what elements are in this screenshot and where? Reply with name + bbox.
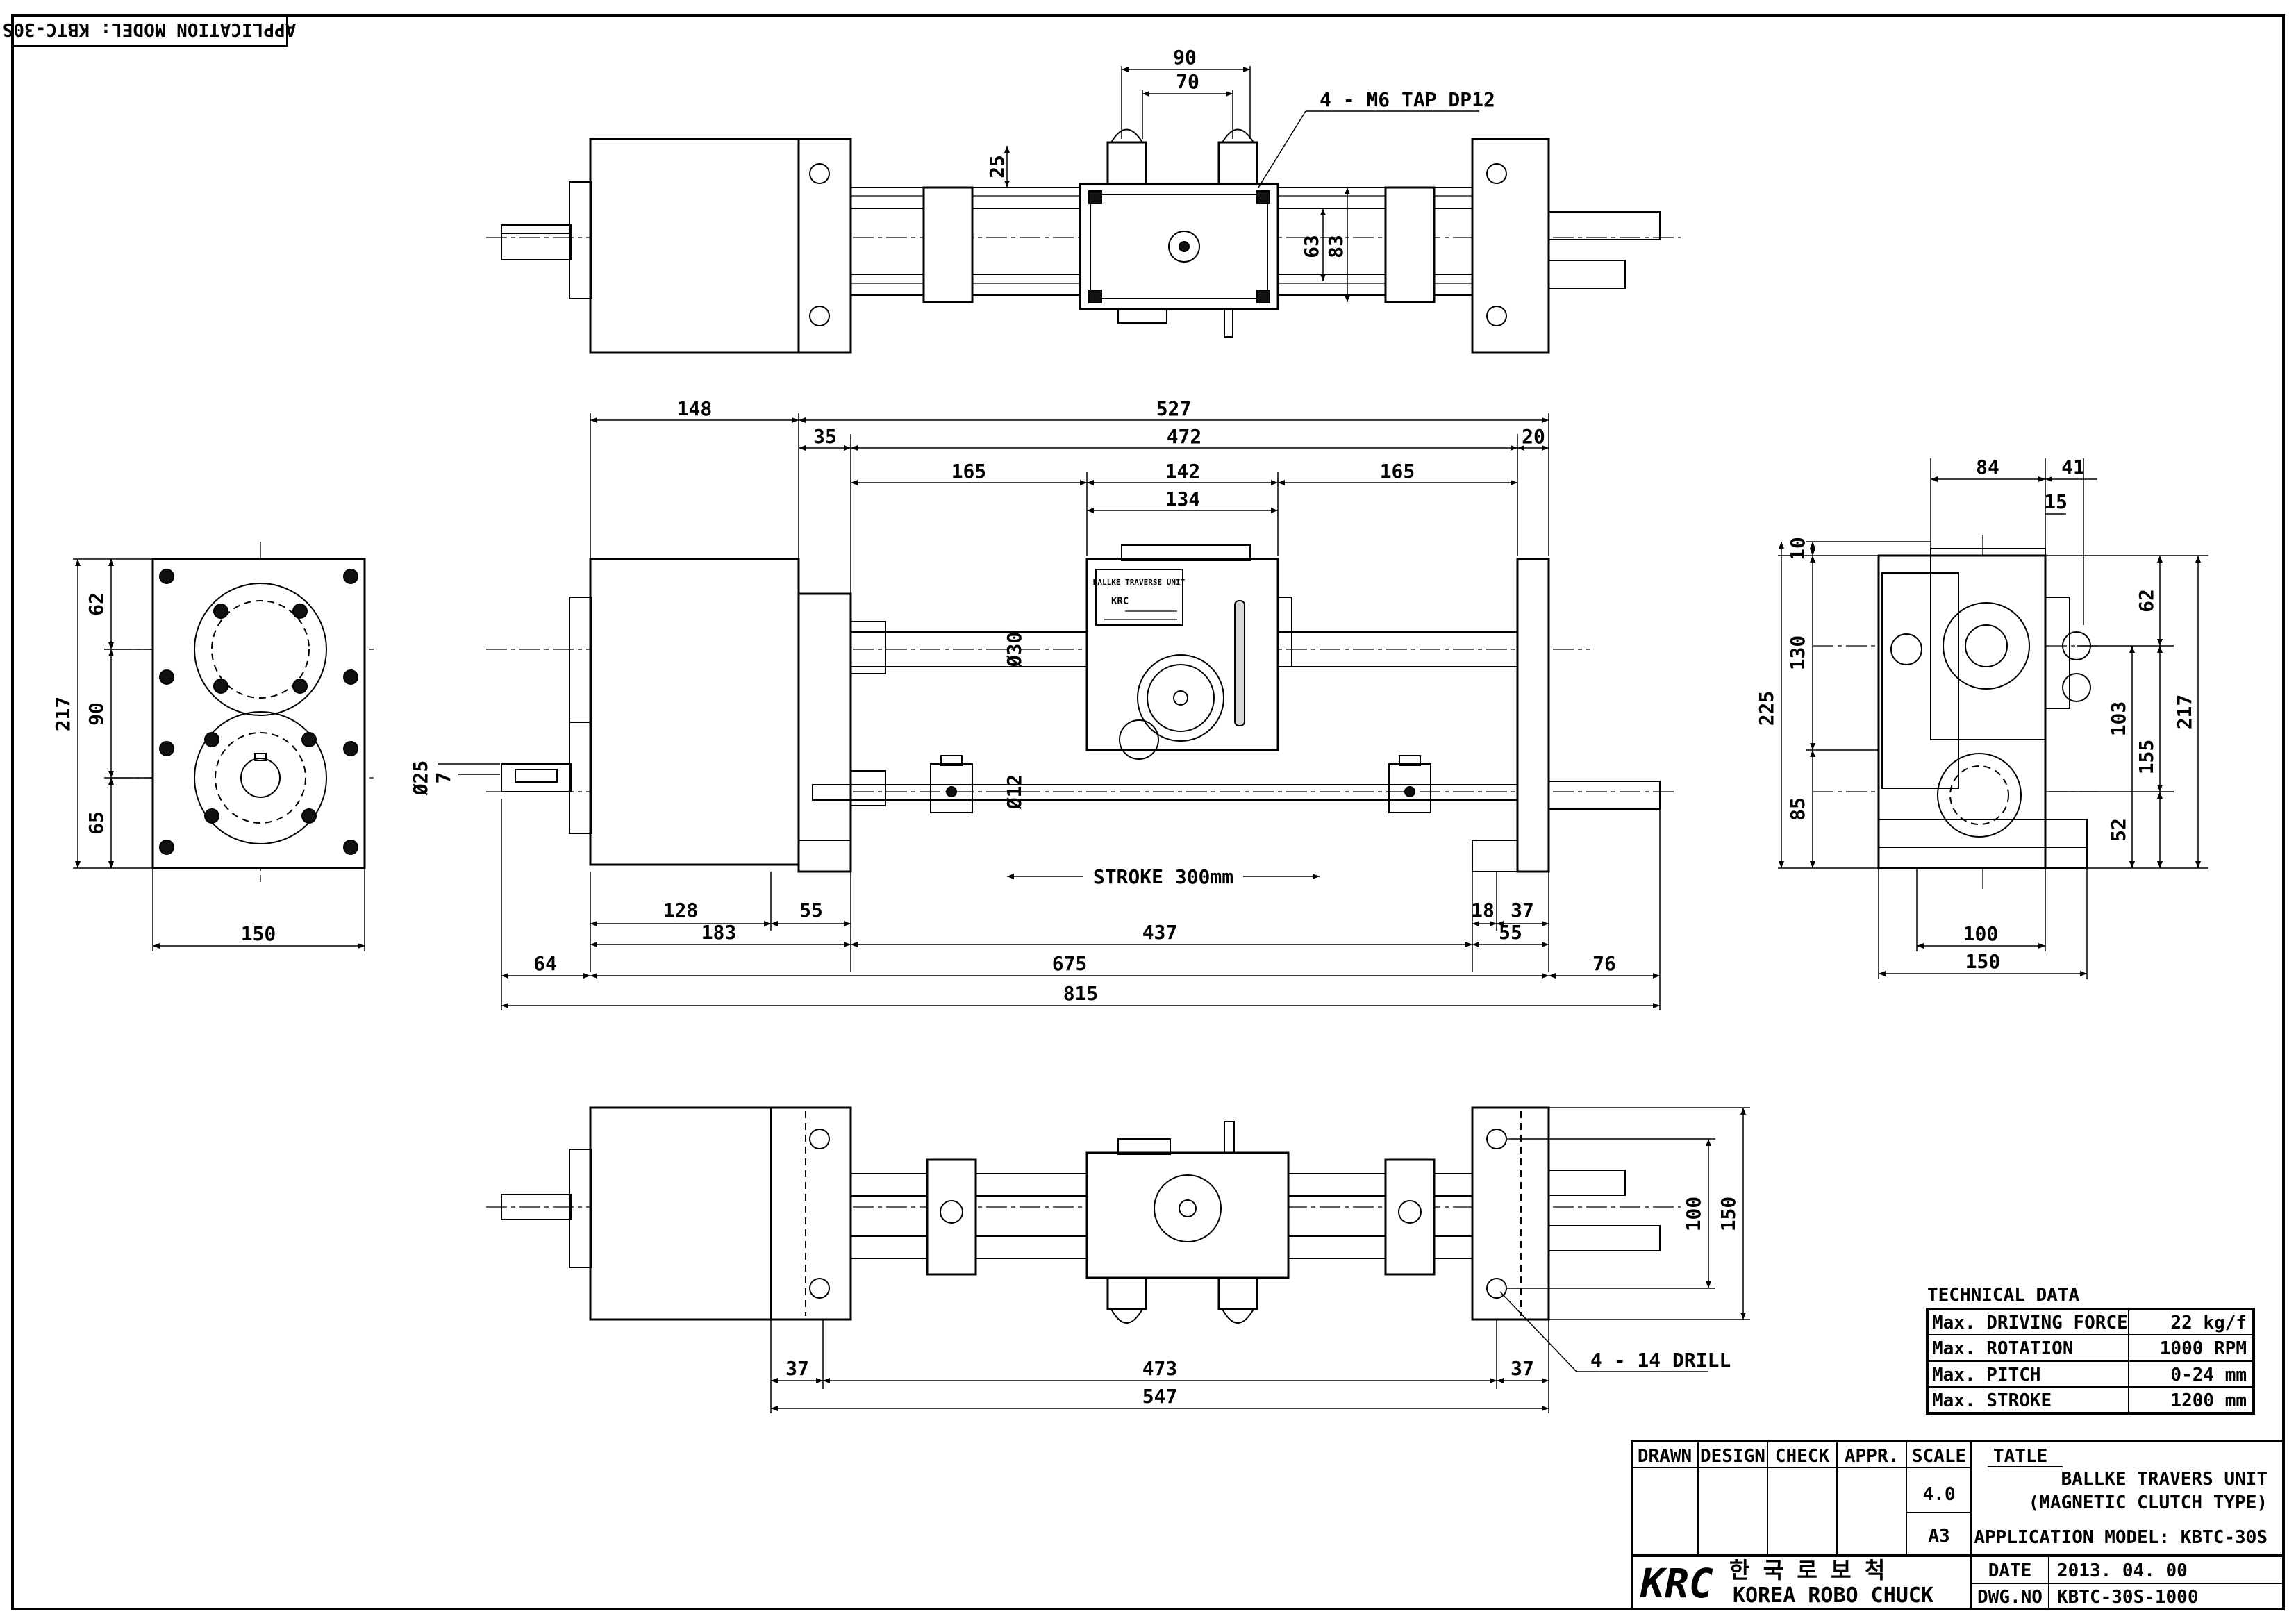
dim-front-76: 76 — [1592, 952, 1616, 975]
nameplate-text: BALLKE TRAVERSE UNIT — [1093, 578, 1186, 587]
tech-row-3-label: Max. PITCH — [1932, 1365, 2041, 1385]
dim-bottom-37a: 37 — [785, 1357, 809, 1380]
application-tag: APPLICATION MODEL: KBTC-30S — [3, 15, 297, 47]
dim-right-41: 41 — [2061, 456, 2085, 478]
nameplate-brand: KRC — [1111, 596, 1129, 607]
dim-right-10: 10 — [1786, 537, 1809, 560]
dim-front-165a: 165 — [951, 460, 987, 483]
dim-right-62: 62 — [2135, 589, 2158, 613]
note-stroke: STROKE 300mm — [1093, 865, 1233, 888]
front-view: BALLKE TRAVERSE UNIT KRC STROKE 300mm Ø3… — [409, 397, 1674, 1010]
dim-left-217: 217 — [51, 697, 74, 732]
sheet-border — [11, 14, 2285, 1610]
dim-front-18: 18 — [1471, 899, 1495, 922]
dim-front-35: 35 — [813, 425, 837, 448]
dim-top-90: 90 — [1173, 46, 1197, 69]
dim-bottom-100: 100 — [1682, 1197, 1705, 1232]
dim-front-7: 7 — [432, 772, 455, 784]
dim-front-437: 437 — [1142, 921, 1178, 944]
dim-front-142: 142 — [1165, 460, 1201, 483]
title-tatle-label: TATLE — [1993, 1446, 2047, 1467]
dim-bottom-547: 547 — [1142, 1385, 1178, 1408]
dim-front-527: 527 — [1156, 397, 1192, 420]
dim-bottom-473: 473 — [1142, 1357, 1178, 1380]
dim-front-55b: 55 — [1499, 921, 1522, 944]
title-block: DRAWN DESIGN CHECK APPR. SCALE 4.0 A3 TA… — [1631, 1440, 2285, 1610]
dim-front-20: 20 — [1522, 425, 1545, 448]
note-drill: 4 - 14 DRILL — [1590, 1349, 1731, 1372]
technical-data-heading: TECHNICAL DATA — [1927, 1285, 2079, 1306]
company-name-korean: 한 국 로 보 척 — [1729, 1557, 1885, 1583]
note-tap: 4 - M6 TAP DP12 — [1320, 88, 1495, 111]
technical-data-table: TECHNICAL DATA Max. DRIVING FORCE 22 kg/… — [1926, 1285, 2255, 1415]
dim-front-472: 472 — [1167, 425, 1202, 448]
dim-right-155: 155 — [2135, 740, 2158, 775]
title-header-appr: APPR. — [1845, 1446, 1899, 1467]
title-scale-value: 4.0 — [1923, 1484, 1956, 1505]
dim-front-d30: Ø30 — [1003, 632, 1026, 668]
title-line2: (MAGNETIC CLUTCH TYPE) — [2029, 1492, 2268, 1513]
bottom-view: 100 150 4 - 14 DRILL 37 473 37 547 — [486, 1106, 1750, 1413]
dim-bottom-37b: 37 — [1511, 1357, 1534, 1380]
title-application: APPLICATION MODEL: KBTC-30S — [1974, 1527, 2268, 1548]
dim-right-100: 100 — [1963, 922, 1999, 945]
dim-front-d25: Ø25 — [409, 760, 432, 797]
dim-top-25: 25 — [985, 155, 1008, 178]
left-side-view: 62 90 65 217 150 — [51, 542, 375, 951]
dim-right-15: 15 — [2044, 490, 2068, 513]
dim-front-d12: Ø12 — [1003, 774, 1026, 810]
title-header-scale: SCALE — [1912, 1446, 1966, 1467]
title-line1: BALLKE TRAVERS UNIT — [2061, 1469, 2268, 1490]
tech-row-2-label: Max. ROTATION — [1932, 1338, 2074, 1359]
dim-right-225: 225 — [1755, 691, 1778, 726]
title-date-value: 2013. 04. 00 — [2057, 1560, 2188, 1581]
right-side-view: 84 41 15 10 130 225 85 62 217 103 155 52 — [1755, 456, 2208, 979]
dim-front-165b: 165 — [1380, 460, 1415, 483]
dim-front-148: 148 — [677, 397, 713, 420]
dim-front-55a: 55 — [799, 899, 823, 922]
dim-left-65: 65 — [85, 811, 108, 835]
dim-front-675: 675 — [1052, 952, 1088, 975]
company-name-english: KOREA ROBO CHUCK — [1733, 1583, 1933, 1608]
title-size-value: A3 — [1928, 1526, 1949, 1547]
tech-row-4-label: Max. STROKE — [1932, 1390, 2052, 1411]
title-date-label: DATE — [1988, 1560, 2032, 1581]
company-logo: KRC — [1640, 1560, 1713, 1607]
tech-row-4-value: 1200 mm — [2170, 1390, 2247, 1411]
title-dwg-label: DWG.NO — [1977, 1587, 2043, 1608]
dim-top-83: 83 — [1324, 235, 1347, 258]
dim-top-70: 70 — [1176, 70, 1199, 93]
title-header-check: CHECK — [1775, 1446, 1830, 1467]
dim-right-150: 150 — [1965, 950, 2001, 973]
tech-row-1-label: Max. DRIVING FORCE — [1932, 1313, 2128, 1333]
dim-front-128: 128 — [663, 899, 699, 922]
tech-row-1-value: 22 kg/f — [2170, 1313, 2247, 1333]
title-header-design: DESIGN — [1700, 1446, 1765, 1467]
title-dwg-value: KBTC-30S-1000 — [2057, 1587, 2199, 1608]
dim-bottom-150: 150 — [1717, 1197, 1740, 1232]
tech-row-3-value: 0-24 mm — [2170, 1365, 2247, 1385]
dim-right-84: 84 — [1976, 456, 1999, 478]
dim-right-130: 130 — [1786, 635, 1809, 671]
dim-right-217: 217 — [2173, 694, 2196, 730]
dim-front-183: 183 — [701, 921, 737, 944]
tech-row-2-value: 1000 RPM — [2160, 1338, 2247, 1359]
dim-front-37: 37 — [1511, 899, 1534, 922]
title-header-drawn: DRAWN — [1638, 1446, 1692, 1467]
dim-right-85: 85 — [1786, 797, 1809, 821]
dim-front-815: 815 — [1063, 982, 1099, 1005]
dim-right-103: 103 — [2107, 701, 2130, 737]
application-tag-text: APPLICATION MODEL: KBTC-30S — [3, 19, 297, 40]
dim-top-63: 63 — [1300, 235, 1323, 258]
dim-front-134: 134 — [1165, 488, 1201, 510]
dim-left-150: 150 — [241, 922, 276, 945]
dim-left-90: 90 — [85, 702, 108, 726]
top-view: 90 70 25 63 83 4 - M6 TAP DP12 — [486, 46, 1681, 354]
dim-right-52: 52 — [2107, 818, 2130, 842]
dim-front-64: 64 — [533, 952, 557, 975]
dim-left-62: 62 — [85, 592, 108, 616]
